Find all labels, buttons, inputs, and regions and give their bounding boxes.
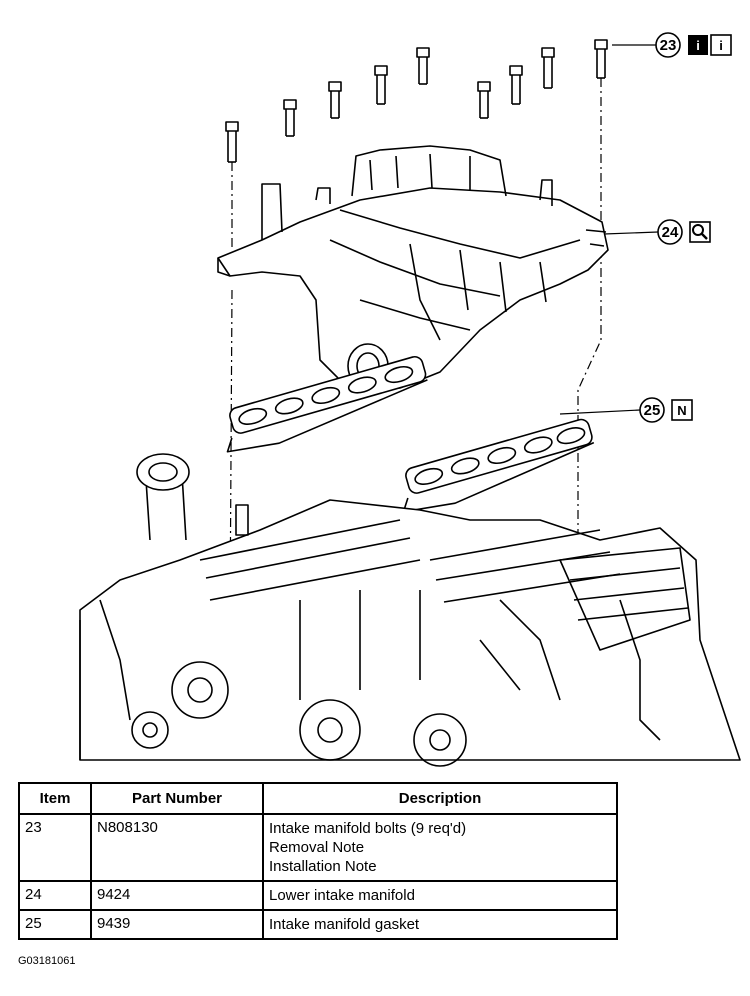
table-header-row: Item Part Number Description <box>18 782 618 815</box>
figure-id: G03181061 <box>18 955 76 967</box>
callout-23[interactable]: 23 i i <box>655 32 732 58</box>
cell-description: Lower intake manifold <box>262 880 618 911</box>
info-icon[interactable]: i <box>710 34 732 56</box>
bolt <box>509 65 523 105</box>
bolt <box>225 121 239 163</box>
cell-part-number: 9439 <box>90 909 264 940</box>
cell-description: Intake manifold bolts (9 req'd) Removal … <box>262 813 618 882</box>
cell-item: 25 <box>18 909 92 940</box>
bolt <box>594 39 608 79</box>
description-line: Intake manifold gasket <box>269 916 420 933</box>
magnifier-icon[interactable] <box>689 221 711 243</box>
info-icon[interactable]: i <box>688 35 708 55</box>
bolt <box>374 65 388 105</box>
callout-23-number: 23 <box>660 37 677 54</box>
lower-intake-manifold <box>217 145 609 391</box>
table-row: 23 N808130 Intake manifold bolts (9 req'… <box>18 813 618 882</box>
installation-note-link[interactable]: Installation Note <box>269 858 377 875</box>
manifold-bolts <box>225 39 608 163</box>
cell-part-number: N808130 <box>90 813 264 882</box>
parts-table: Item Part Number Description 23 N808130 … <box>18 782 618 940</box>
callout-24-number: 24 <box>662 224 679 241</box>
callout-25[interactable]: 25 N <box>639 397 693 423</box>
bolt <box>416 47 430 85</box>
callout-24[interactable]: 24 <box>657 219 711 245</box>
callout-25-number: 25 <box>644 402 661 419</box>
cell-item: 23 <box>18 813 92 882</box>
exploded-engine-diagram: 23 i i 24 25 N <box>79 32 741 767</box>
note-badge-label: N <box>677 403 686 418</box>
alignment-lines <box>229 78 602 621</box>
table-row: 25 9439 Intake manifold gasket <box>18 909 618 940</box>
callout-leaders <box>559 44 659 415</box>
header-item: Item <box>18 782 92 815</box>
intake-gaskets <box>226 355 595 513</box>
description-line: Intake manifold bolts (9 req'd) <box>269 820 467 837</box>
bolt <box>283 99 297 137</box>
bolt <box>541 47 555 89</box>
table-row: 24 9424 Lower intake manifold <box>18 880 618 911</box>
header-part-number: Part Number <box>90 782 264 815</box>
cell-part-number: 9424 <box>90 880 264 911</box>
info-badge-label: i <box>719 38 723 53</box>
removal-note-link[interactable]: Removal Note <box>269 839 365 856</box>
header-description: Description <box>262 782 618 815</box>
info-badge-label: i <box>696 38 700 53</box>
engine-block <box>79 453 741 767</box>
cell-description: Intake manifold gasket <box>262 909 618 940</box>
cell-item: 24 <box>18 880 92 911</box>
description-line: Lower intake manifold <box>269 887 415 904</box>
note-icon[interactable]: N <box>671 399 693 421</box>
bolt <box>328 81 342 119</box>
bolt <box>477 81 491 119</box>
